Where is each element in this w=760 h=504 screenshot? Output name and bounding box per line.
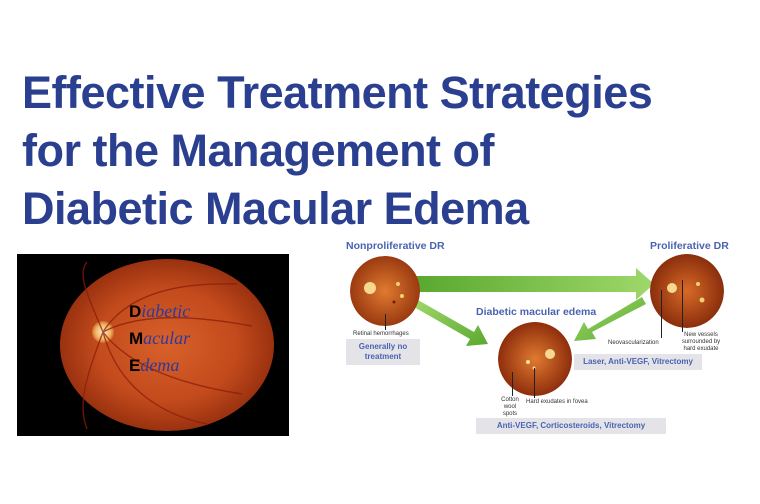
arrow-npdr-to-pdr <box>416 268 654 300</box>
pdr-finding-1: Neovascularization <box>608 340 659 346</box>
dme-acronym: Diabetic Macular Edema <box>129 298 190 379</box>
page-title: Effective Treatment Strategies for the M… <box>22 64 742 238</box>
title-line-2: for the Management of <box>22 125 495 176</box>
pdr-pointer-1 <box>661 290 662 338</box>
dme-pointer-1 <box>512 372 513 396</box>
arrow-npdr-to-dme <box>414 300 488 346</box>
dme-finding-2: Hard exudates in fovea <box>526 399 588 405</box>
dme-treatment: Anti-VEGF, Corticosteroids, Vitrectomy <box>476 418 666 434</box>
dme-word-macular: acular <box>143 328 191 348</box>
pdr-finding-2: New vessels surrounded by hard exudate <box>681 332 721 352</box>
pdr-treatment: Laser, Anti-VEGF, Vitrectomy <box>574 354 702 370</box>
title-line-3: Diabetic Macular Edema <box>22 183 529 234</box>
pdr-fundus-image <box>650 254 724 328</box>
dme-letter-m: M <box>129 329 144 348</box>
npdr-finding: Retinal hemorrhages <box>353 331 409 337</box>
dme-finding-1: Cotton wool spots <box>501 397 519 417</box>
pdr-pointer-2 <box>682 280 683 332</box>
dme-word-diabetic: iabetic <box>141 301 191 321</box>
fundus-illustration <box>60 259 274 431</box>
arrow-pdr-to-dme <box>574 297 646 341</box>
dme-word-edema: dema <box>140 355 180 375</box>
npdr-title: Nonproliferative DR <box>346 240 445 252</box>
dr-progression-diagram: Nonproliferative DR Retinal hemorrhages … <box>320 232 760 504</box>
title-line-1: Effective Treatment Strategies <box>22 67 653 118</box>
npdr-pointer <box>385 314 386 330</box>
dme-letter-d: D <box>129 302 142 321</box>
arrows-layer <box>414 268 654 346</box>
npdr-treatment: Generally no treatment <box>346 339 420 365</box>
pdr-title: Proliferative DR <box>650 240 729 252</box>
npdr-fundus-image <box>350 256 420 326</box>
dme-title: Diabetic macular edema <box>476 306 597 318</box>
dme-fundus-image: Diabetic Macular Edema <box>17 254 289 436</box>
dme-pointer-2 <box>534 368 535 398</box>
dme-stage-fundus-image <box>498 322 572 396</box>
dme-letter-e: E <box>129 356 141 375</box>
